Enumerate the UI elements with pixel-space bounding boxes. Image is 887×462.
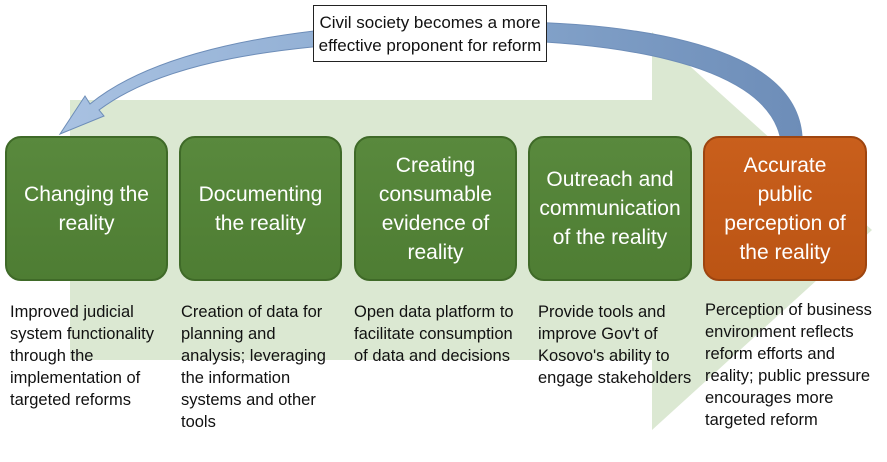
stage-description-changing: Improved judicial system functionality t… bbox=[10, 303, 154, 409]
stage-description-perception: Perception of business environment refle… bbox=[705, 301, 872, 429]
stage-box-outreach-and-communication: Outreach and communication of the realit… bbox=[528, 136, 692, 281]
stage-description-outreach: Provide tools and improve Gov't of Kosov… bbox=[538, 303, 692, 387]
stage-description-creating: Open data platform to facilitate consump… bbox=[354, 303, 514, 365]
stage-box-changing-the-reality: Changing the reality bbox=[5, 136, 168, 281]
stage-box-accurate-public-perception: Accurate public perception of the realit… bbox=[703, 136, 867, 281]
stage-box-documenting-the-reality: Documenting the reality bbox=[179, 136, 342, 281]
feedback-arc bbox=[58, 21, 803, 137]
stage-description-documenting: Creation of data for planning and analys… bbox=[181, 303, 326, 431]
feedback-callout: Civil society becomes a more effective p… bbox=[313, 5, 547, 62]
stage-box-creating-consumable-evidence: Creating consumable evidence of reality bbox=[354, 136, 517, 281]
